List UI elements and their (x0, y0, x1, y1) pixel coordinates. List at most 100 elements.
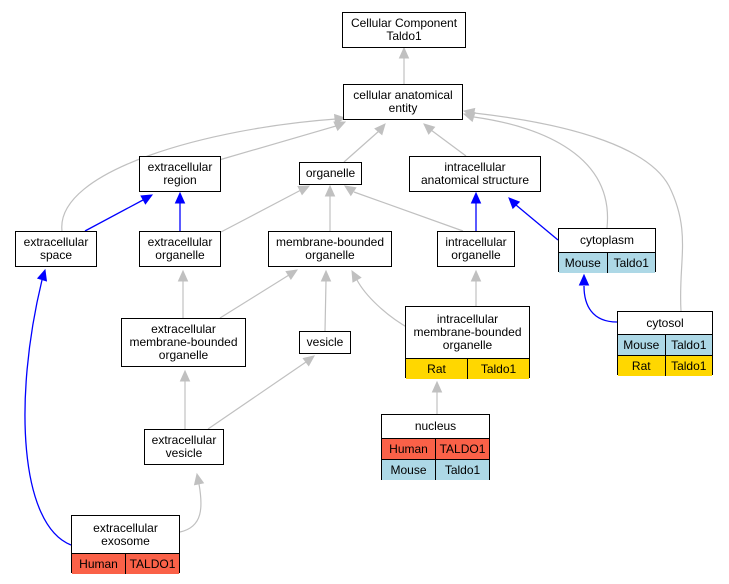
edge-is-a-cae-to-root (398, 46, 410, 84)
edge-line (473, 116, 608, 229)
edge-arrowhead (297, 185, 311, 196)
edge-arrowhead (193, 472, 205, 486)
edge-line (430, 129, 467, 157)
gene-symbol-cell: Taldo1 (664, 356, 713, 376)
term-label-text: vesicle (306, 335, 344, 349)
edge-is-a-imb-to-ico (470, 269, 482, 306)
edge-arrowhead (140, 194, 154, 205)
edge-line (219, 274, 290, 319)
edge-is-a-ico-to-org (343, 185, 464, 232)
edge-line (343, 130, 380, 163)
gene-symbol-cell: TALDO1 (125, 554, 179, 574)
edge-is-a-emb-to-eco (177, 269, 189, 318)
species-cell: Rat (427, 362, 446, 376)
edge-is-a-eco-to-org (220, 185, 311, 233)
edge-arrowhead (179, 369, 191, 382)
edge-is-a-org-to-cae (343, 123, 386, 163)
edge-arrowhead (302, 355, 315, 367)
edge-arrowhead (462, 107, 476, 119)
edge-line (24, 279, 72, 546)
edge-is-a-emb-to-mbo (219, 269, 299, 319)
edge-arrowhead (351, 269, 362, 283)
edge-arrowhead (431, 380, 443, 393)
gene-symbol-cell: Taldo1 (606, 253, 656, 273)
gene-symbol-cell: Taldo1 (467, 359, 529, 379)
gene-symbol-cell: Taldo1 (664, 335, 713, 355)
edge-line (84, 199, 144, 232)
term-label-text: organelle (305, 166, 356, 180)
edge-is-a-ecv-to-ves (207, 355, 315, 430)
term-node-vesicle[interactable]: vesicle (299, 331, 351, 354)
edge-line (220, 189, 302, 233)
edge-arrowhead (333, 121, 347, 132)
edge-arrowhead (320, 269, 332, 282)
edge-is-a-ecr-to-cae (218, 121, 347, 161)
species-cell: Rat (631, 359, 651, 373)
species-cell: Mouse (623, 338, 660, 352)
edge-arrowhead (343, 185, 357, 197)
term-label-text: cytoplasm (579, 233, 635, 247)
edge-line (61, 118, 337, 232)
edge-line (515, 204, 559, 241)
species-cell: Human (79, 557, 118, 571)
edge-is-a-exo-to-ecv (179, 472, 205, 533)
edge-line (473, 112, 684, 312)
edge-part-of-ecs-to-ecr (84, 194, 154, 232)
ortholog-row-rat: Rat Taldo1 (618, 355, 712, 376)
edge-arrowhead (398, 46, 410, 59)
edge-line (207, 361, 307, 430)
edge-is-a-csl-to-cae (462, 107, 684, 312)
gene-symbol-cell: Taldo1 (435, 460, 489, 480)
term-label-text: nucleus (414, 419, 457, 433)
edge-arrowhead (470, 191, 482, 204)
edge-is-a-imb-to-mbo (351, 269, 411, 330)
edge-is-a-ias-to-cae (423, 123, 467, 157)
edge-arrowhead (285, 269, 299, 281)
species-cell: Mouse (390, 463, 427, 477)
term-label: cytosol (618, 312, 712, 334)
edge-line (179, 483, 202, 533)
edge-arrowhead (470, 269, 482, 282)
term-label: vesicle (300, 332, 350, 353)
edge-part-of-csl-to-cyt (578, 273, 618, 323)
edge-arrowhead (423, 123, 436, 135)
edge-arrowhead (333, 113, 347, 125)
term-node-organelle[interactable]: organelle (299, 162, 362, 185)
term-label: organelle (300, 163, 361, 184)
